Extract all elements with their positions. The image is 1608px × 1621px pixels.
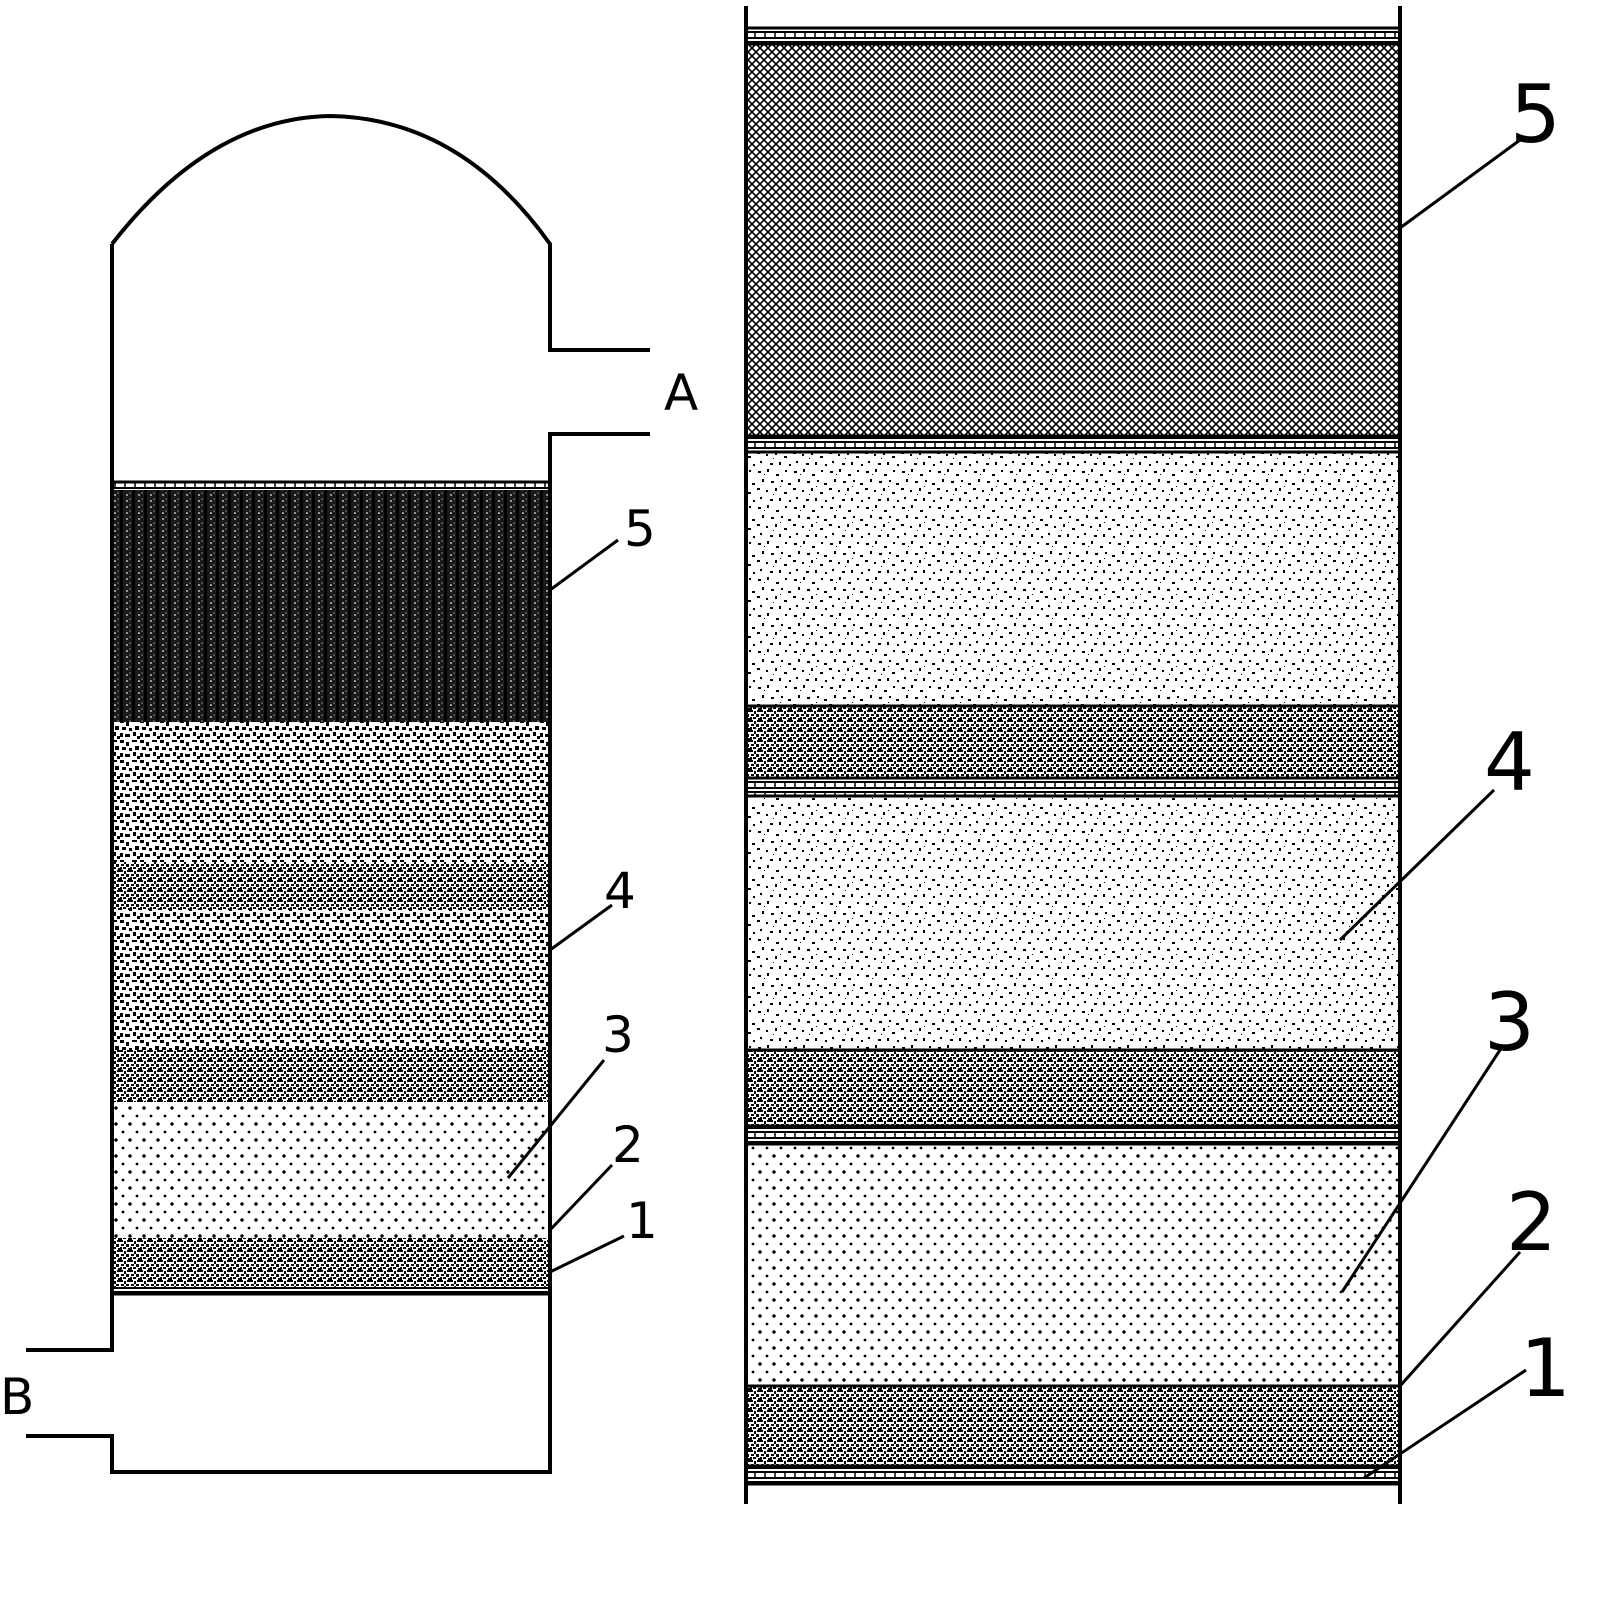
right-separators [746, 26, 1400, 1486]
right-leader-1 [1363, 1368, 1527, 1480]
left-layer-4-upper-fill [112, 722, 550, 862]
right-label-1: 1 [1520, 1322, 1571, 1415]
right-layer-5-fill [746, 44, 1400, 436]
right-leader-3 [1340, 1049, 1502, 1293]
right-layer-4-upper-band [746, 706, 1400, 778]
left-layer-2-fill [112, 1238, 550, 1286]
left-layer-3-fill [112, 1102, 550, 1238]
right-label-5: 5 [1510, 68, 1561, 161]
right-layer-4-lower-fill [746, 796, 1400, 1050]
right-layer-2-fill [746, 1386, 1400, 1466]
left-layer-4-lower-fill [112, 910, 550, 1050]
left-layer-5-fill [112, 490, 550, 722]
left-leader-2 [548, 1163, 614, 1232]
right-plate-4-mid [746, 778, 1400, 796]
right-label-2: 2 [1506, 1176, 1557, 1269]
left-plate-top [112, 482, 550, 490]
left-layer-4-band-fill [112, 862, 550, 910]
right-leader-4 [1338, 788, 1496, 942]
port-label-b: B [0, 1368, 34, 1426]
right-plate-top [746, 28, 1400, 44]
right-layer-4-lower-band [746, 1050, 1400, 1126]
left-label-1: 1 [626, 1192, 658, 1250]
left-vessel-outline [26, 113, 650, 1474]
left-label-4: 4 [604, 862, 636, 920]
right-plate-4-bottom [746, 1126, 1400, 1144]
left-leader-4 [549, 903, 613, 952]
right-leader-2 [1398, 1250, 1522, 1388]
left-layer-4-band2-fill [112, 1050, 550, 1102]
right-column-section: 5 4 3 2 1 [744, 6, 1571, 1504]
right-label-3: 3 [1484, 976, 1535, 1069]
port-label-a: A [664, 364, 698, 422]
left-leader-3 [506, 1059, 606, 1179]
left-plate-bottom [112, 1286, 550, 1294]
left-vessel: A B 5 4 3 2 1 [0, 113, 698, 1474]
left-leader-5 [549, 538, 619, 592]
left-leader-1 [549, 1234, 625, 1274]
right-leader-5 [1399, 138, 1521, 230]
left-label-3: 3 [602, 1006, 634, 1064]
right-plate-5-bottom [746, 436, 1400, 452]
left-label-2: 2 [612, 1116, 644, 1174]
right-plate-bottom [746, 1466, 1400, 1484]
right-label-4: 4 [1484, 716, 1535, 809]
left-label-5: 5 [624, 500, 656, 558]
right-layer-3-fill [746, 1144, 1400, 1386]
right-layer-4-upper-fill [746, 452, 1400, 706]
